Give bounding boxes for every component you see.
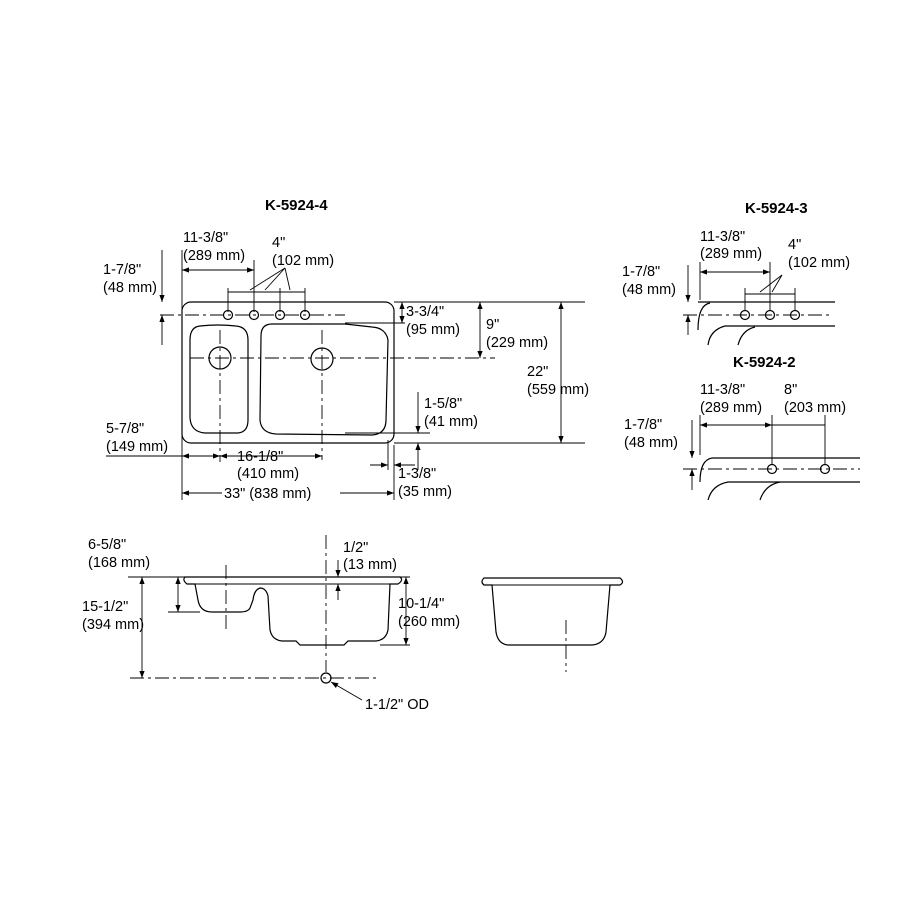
dim-small-basin-depth-mm: (168 mm) [88,555,150,571]
k3-dim-deck-edge-mm: (48 mm) [622,282,676,298]
k3-dim-faucet-offset-mm: (289 mm) [700,246,762,262]
dim-drain-spacing: 16-1/8" [237,449,283,465]
dim-large-basin-depth: 10-1/4" [398,596,444,612]
k3-dim-deck-edge: 1-7/8" [622,264,660,280]
side-section-view [481,577,624,672]
dim-drain-spacing-mm: (410 mm) [237,466,299,482]
k5924-2-title: K-5924-2 [733,354,796,371]
dim-width: 33" (838 mm) [224,486,311,502]
dim-large-basin-depth-mm: (260 mm) [398,614,460,630]
front-section-view: 6-5/8" (168 mm) 1/2" (13 mm) 10-1/4" (26… [82,535,460,713]
dim-small-basin-depth: 6-5/8" [88,537,126,553]
dim-drain-back: 9" [486,317,499,333]
dim-drain-height: 15-1/2" [82,599,128,615]
k2-dim-faucet-spacing-mm: (203 mm) [784,400,846,416]
dim-faucet-offset: 11-3/8" [183,230,228,246]
dim-outlet: 1-1/2" OD [365,697,429,713]
k2-dim-deck-edge-mm: (48 mm) [624,435,678,451]
k5924-3-title: K-5924-3 [745,200,808,217]
small-basin [189,324,249,434]
dim-left-drain-mm: (149 mm) [106,439,168,455]
k5924-2-partial-view: K-5924-2 11-3/8" (289 mm) 8" (203 mm) 1-… [624,354,860,501]
k5924-4-title: K-5924-4 [265,197,328,214]
dim-depth: 22" [527,364,548,380]
k5924-3-partial-view: K-5924-3 11-3/8" (289 mm) 4" (102 mm) 1-… [622,200,850,346]
k2-dim-deck-edge: 1-7/8" [624,417,662,433]
dim-faucet-spacing-mm: (102 mm) [272,253,334,269]
k3-dim-faucet-spacing: 4" [788,237,801,253]
dim-deck-edge: 1-7/8" [103,262,141,278]
dim-left-drain: 5-7/8" [106,421,144,437]
k3-dim-faucet-spacing-mm: (102 mm) [788,255,850,271]
k5924-4-plan-view: K-5924-4 [103,197,589,502]
dim-drain-back-mm: (229 mm) [486,335,548,351]
dim-rim-mm: (13 mm) [343,557,397,573]
dim-side-edge-mm: (35 mm) [398,484,452,500]
large-basin [259,323,389,436]
dim-basin-back-mm: (95 mm) [406,322,460,338]
k3-dim-faucet-offset: 11-3/8" [700,229,745,245]
k2-dim-faucet-offset: 11-3/8" [700,382,745,398]
dim-faucet-spacing: 4" [272,235,285,251]
dim-drain-height-mm: (394 mm) [82,617,144,633]
dim-basin-back: 3-3/4" [406,304,444,320]
dim-depth-mm: (559 mm) [527,382,589,398]
dim-rim: 1/2" [343,540,368,556]
k2-dim-faucet-offset-mm: (289 mm) [700,400,762,416]
dim-faucet-offset-mm: (289 mm) [183,248,245,264]
dim-basin-front: 1-5/8" [424,396,462,412]
k2-dim-faucet-spacing: 8" [784,382,797,398]
dim-basin-front-mm: (41 mm) [424,414,478,430]
dim-side-edge: 1-3/8" [398,466,436,482]
dim-deck-edge-mm: (48 mm) [103,280,157,296]
